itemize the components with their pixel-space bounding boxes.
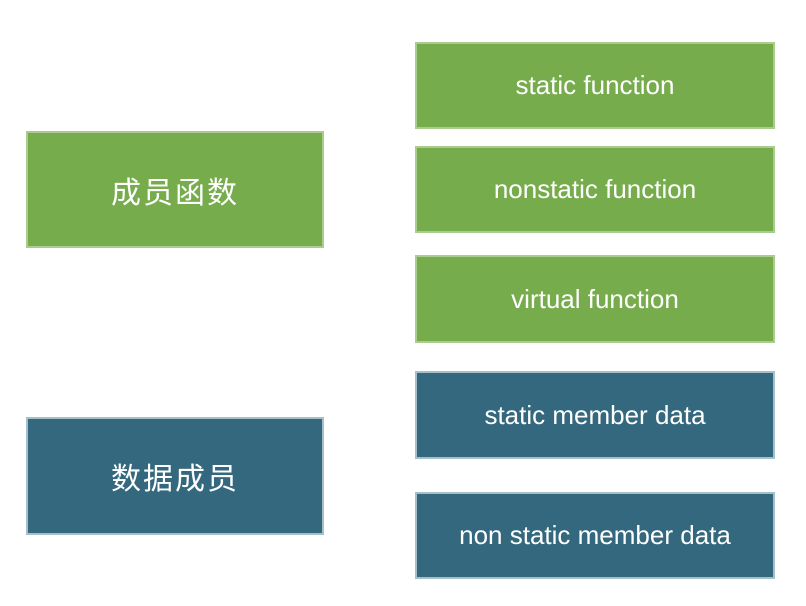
- item-box-static-member-data: static member data: [415, 371, 775, 459]
- item-label-nonstatic-function: nonstatic function: [493, 174, 697, 204]
- item-label-virtual-function: virtual function: [511, 283, 679, 314]
- item-box-virtual-function: virtual function: [415, 255, 775, 343]
- item-label-static-function: static function: [515, 70, 675, 100]
- item-label-non-static-member-data: non static member data: [459, 520, 731, 550]
- item-label-static-member-data: static member data: [484, 399, 706, 430]
- category-label-member-functions: 成员函数: [111, 176, 239, 210]
- category-box-member-functions: 成员函数: [26, 131, 324, 248]
- item-box-static-function: static function: [415, 42, 775, 129]
- item-box-non-static-member-data: non static member data: [415, 492, 775, 579]
- category-label-data-members: 数据成员: [111, 463, 239, 496]
- category-box-data-members: 数据成员: [26, 417, 324, 535]
- item-box-nonstatic-function: nonstatic function: [415, 146, 775, 233]
